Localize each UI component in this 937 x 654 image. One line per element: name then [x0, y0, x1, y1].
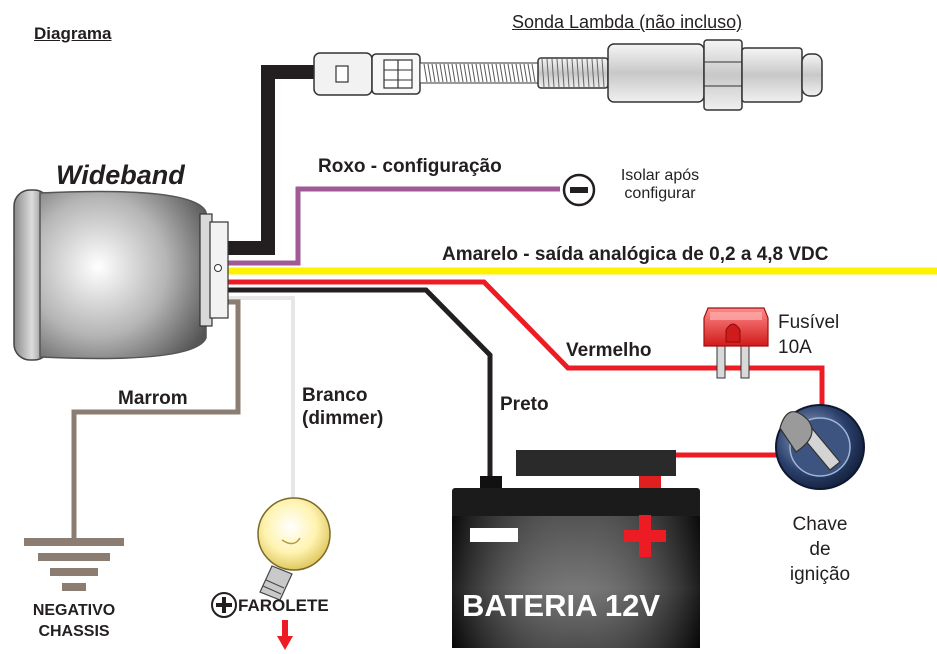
red-wire [228, 279, 825, 405]
battery-label: BATERIA 12V [462, 588, 661, 623]
down-arrow-icon [277, 620, 293, 650]
fuse-icon [703, 307, 769, 379]
ground-icon [24, 538, 124, 591]
bulb-icon [257, 497, 331, 601]
plus-icon [624, 515, 666, 557]
sensor-black-wire [228, 65, 315, 255]
white-wire-core [228, 297, 294, 498]
ground-label-line2: CHASSIS [38, 623, 110, 640]
yellow-wire-label: Amarelo - saída analógica de 0,2 a 4,8 V… [442, 244, 829, 265]
wideband-label: Wideband [56, 160, 185, 190]
white-wire-label-line2: (dimmer) [302, 408, 384, 429]
fuse-label: Fusível 10A [778, 310, 839, 360]
lambda-sensor [313, 39, 823, 111]
minus-terminal-mark [470, 528, 518, 542]
red-wire-label: Vermelho [566, 340, 652, 361]
brown-wire-label: Marrom [118, 388, 188, 409]
lambda-sensor-label: Sonda Lambda (não incluso) [512, 12, 743, 32]
ignition-key-icon [775, 404, 865, 490]
white-wire-label-line1: Branco [302, 385, 368, 406]
purple-wire [228, 186, 560, 266]
diagram-title: Diagrama [34, 24, 112, 43]
minus-circle-icon [562, 173, 596, 207]
ground-label: NEGATIVO CHASSIS [20, 600, 128, 642]
fuse-label-line1: Fusível [778, 312, 840, 333]
purple-wire-label: Roxo - configuração [318, 156, 502, 177]
wideband-gauge [13, 189, 229, 361]
ignition-label-line2: de [809, 539, 831, 560]
brown-wire [71, 299, 241, 538]
isolate-note-line1: Isolar após [620, 167, 700, 184]
fuse-label-line2: 10A [778, 337, 812, 358]
ignition-label-line1: Chave [792, 514, 848, 535]
black-wire-label: Preto [500, 394, 549, 415]
ignition-label: Chave de ignição [770, 512, 870, 587]
battery [452, 450, 700, 648]
lamp-label: FAROLETE [238, 596, 329, 615]
ground-label-line1: NEGATIVO [32, 602, 116, 619]
isolate-note: Isolar após configurar [612, 167, 708, 203]
isolate-note-line2: configurar [624, 185, 696, 202]
white-wire-label: Branco (dimmer) [302, 384, 383, 430]
black-wire [228, 287, 493, 478]
ignition-label-line3: ignição [789, 564, 851, 585]
plus-circle-icon [211, 592, 237, 618]
